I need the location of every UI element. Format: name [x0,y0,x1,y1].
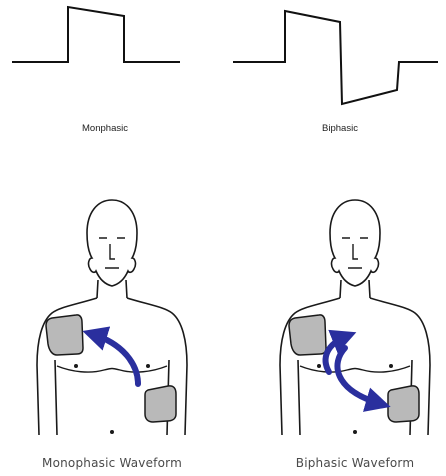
biphasic-label: Biphasic [290,123,390,134]
biphasic-torso-figure [280,200,430,435]
monophasic-waveform-icon [12,7,180,62]
biphasic-caption: Biphasic Waveform [255,456,446,470]
monophasic-caption: Monophasic Waveform [12,456,212,470]
biphasic-waveform-icon [233,11,438,104]
biphasic-current-arrow-return [337,348,381,404]
monophasic-label: Monphasic [55,123,155,134]
monophasic-torso-figure [37,200,187,435]
monophasic-current-arrow [92,334,138,384]
